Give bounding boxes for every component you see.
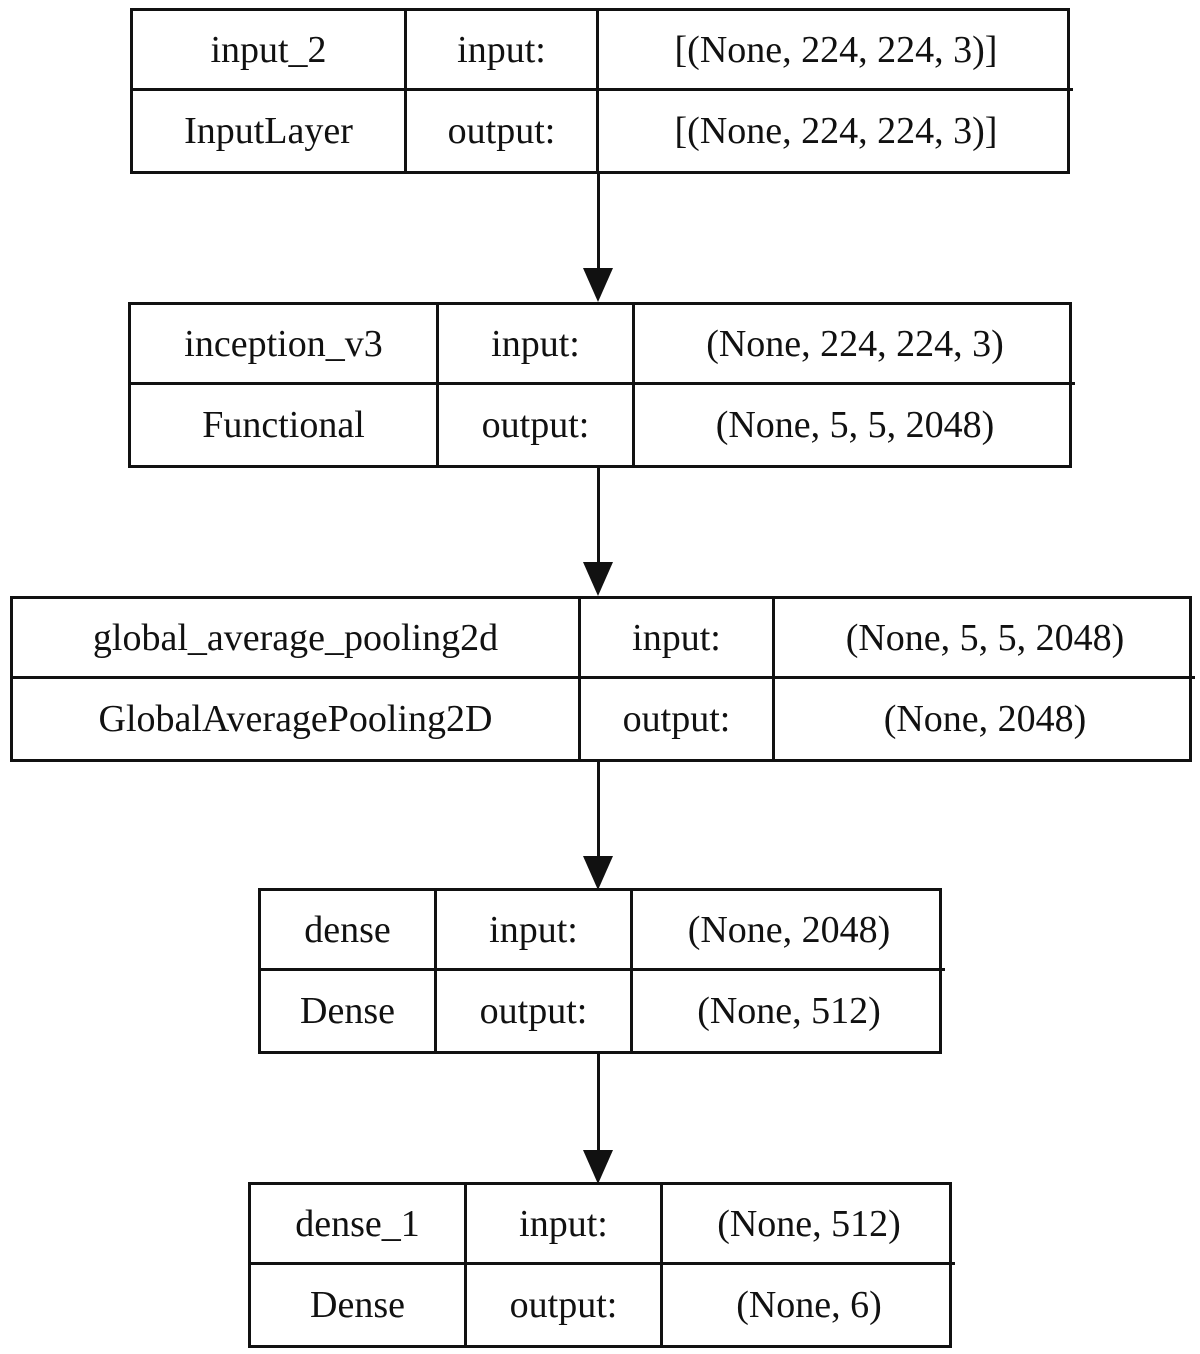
output-shape: (None, 5, 5, 2048) <box>715 404 995 446</box>
output-label: output: <box>437 971 633 1051</box>
output-shape: (None, 512) <box>697 990 881 1032</box>
layer-node-inception-v3: inception_v3 input: (None, 224, 224, 3) … <box>128 302 1075 468</box>
layer-name: global_average_pooling2d <box>13 599 581 679</box>
output-shape: (None, 6) <box>736 1284 882 1326</box>
input-shape: (None, 224, 224, 3) <box>635 305 1075 385</box>
input-label: input: <box>437 891 633 971</box>
layer-name: dense <box>261 891 437 971</box>
layer-node-input-2: input_2 input: [(None, 224, 224, 3)] Inp… <box>130 8 1073 174</box>
edge-line-1 <box>597 171 600 271</box>
output-label: output: <box>439 385 635 465</box>
input-shape: (None, 512) <box>663 1185 955 1265</box>
layer-name: inception_v3 <box>131 305 439 385</box>
output-shape: [(None, 224, 224, 3)] <box>674 110 998 152</box>
edge-line-2 <box>597 465 600 565</box>
layer-node-dense-1: dense_1 input: (None, 512) Dense output:… <box>248 1182 955 1348</box>
input-label: input: <box>581 599 775 679</box>
layer-type: Functional <box>131 385 439 465</box>
input-label: input: <box>467 1185 663 1265</box>
layer-type: Dense <box>251 1265 467 1345</box>
input-label: input: <box>407 11 599 91</box>
edge-line-4 <box>597 1051 600 1153</box>
arrowhead-2-icon <box>583 562 613 596</box>
output-label: output: <box>467 1265 663 1345</box>
layer-name: dense_1 <box>251 1185 467 1265</box>
input-label: input: <box>439 305 635 385</box>
layer-type: Dense <box>261 971 437 1051</box>
layer-node-global-average-pooling2d: global_average_pooling2d input: (None, 5… <box>10 596 1195 762</box>
layer-type: InputLayer <box>133 91 407 171</box>
layer-name: input_2 <box>133 11 407 91</box>
input-shape: (None, 2048) <box>633 891 945 971</box>
layer-node-dense: dense input: (None, 2048) Dense output: … <box>258 888 945 1054</box>
input-shape: (None, 5, 5, 2048) <box>775 599 1195 679</box>
output-label: output: <box>581 679 775 759</box>
arrowhead-1-icon <box>583 268 613 302</box>
layer-type: GlobalAveragePooling2D <box>13 679 581 759</box>
arrowhead-4-icon <box>583 1150 613 1184</box>
edge-line-3 <box>597 759 600 859</box>
arrowhead-3-icon <box>583 856 613 890</box>
output-label: output: <box>407 91 599 171</box>
output-shape: (None, 2048) <box>883 698 1087 740</box>
input-shape: [(None, 224, 224, 3)] <box>599 11 1073 91</box>
